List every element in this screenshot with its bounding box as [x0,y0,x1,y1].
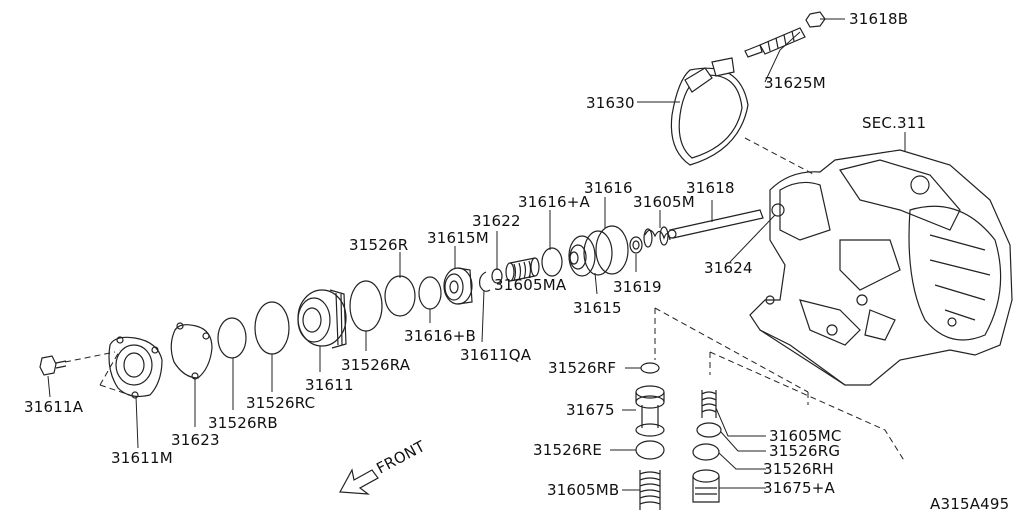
label-31616B: 31616+B [404,327,476,345]
front-label: FRONT [373,437,428,478]
label-31675: 31675 [566,401,615,419]
accumulator-piston [635,385,665,437]
diagram-watermark: A315A495 [930,495,1009,512]
o-ring-rf [640,362,660,374]
d-ring-b [418,276,442,310]
servo-piston-rod [667,203,785,239]
servo-spring [643,226,671,248]
leader-lines [47,18,906,491]
label-31526RC: 31526RC [246,394,315,412]
label-31618B: 31618B [849,10,908,28]
label-sec-311: SEC.311 [862,114,926,132]
ref-line-bolt [64,349,131,396]
o-ring-rg [696,422,722,438]
d-ring-a [541,247,563,277]
transmission-case [749,149,1013,386]
label-31605MB: 31605MB [547,481,619,499]
label-31615M: 31615M [427,229,489,247]
label-31605MA: 31605MA [494,276,567,294]
label-31618: 31618 [686,179,735,197]
label-31526RB: 31526RB [208,414,278,432]
retainer-ring [629,236,643,254]
front-arrow-icon [339,468,379,495]
o-ring-re [635,440,665,460]
accumulator-spring-mc [701,390,717,418]
label-31616: 31616 [584,179,633,197]
servo-piston [568,225,629,277]
gasket-ra [349,280,383,332]
label-31624: 31624 [704,259,753,277]
label-31611QA: 31611QA [460,346,532,364]
o-ring-rh [692,443,720,461]
label-31526RH: 31526RH [763,460,834,478]
servo-piston-m [443,267,473,305]
gasket-r [384,275,416,317]
ref-line-band-case [744,137,816,176]
label-31622: 31622 [472,212,521,230]
return-spring [505,257,540,282]
label-31526R: 31526R [349,236,408,254]
snap-ring [479,271,491,292]
label-31526RE: 31526RE [533,441,602,459]
gasket-rc [254,301,290,355]
accumulator-spring-mb [639,470,661,510]
ref-line-valve-body [654,307,809,405]
label-31611A: 31611A [24,398,84,416]
label-31623: 31623 [171,431,220,449]
label-31526RG: 31526RG [769,442,840,460]
label-31605M: 31605M [633,193,695,211]
label-31619: 31619 [613,278,662,296]
label-31526RA: 31526RA [341,356,411,374]
lock-nut [805,11,826,28]
label-31605MC: 31605MC [769,427,842,445]
gasket-rb [217,317,247,359]
label-31615: 31615 [573,299,622,317]
cover-bolt [39,355,67,376]
label-31611: 31611 [305,376,354,394]
label-31675A: 31675+A [763,479,835,497]
anchor-end-pin [744,27,806,58]
label-31630: 31630 [586,94,635,112]
accumulator-piston-a [692,469,720,503]
label-31616A: 31616+A [518,193,590,211]
label-31526RF: 31526RF [548,359,616,377]
cover-gasket [170,322,213,380]
label-31625M: 31625M [764,74,826,92]
ref-line-valve-body-b [709,351,906,463]
servo-cover [108,336,163,399]
brake-band [670,57,749,166]
servo-retainer [297,289,347,349]
label-31611M: 31611M [111,449,173,467]
